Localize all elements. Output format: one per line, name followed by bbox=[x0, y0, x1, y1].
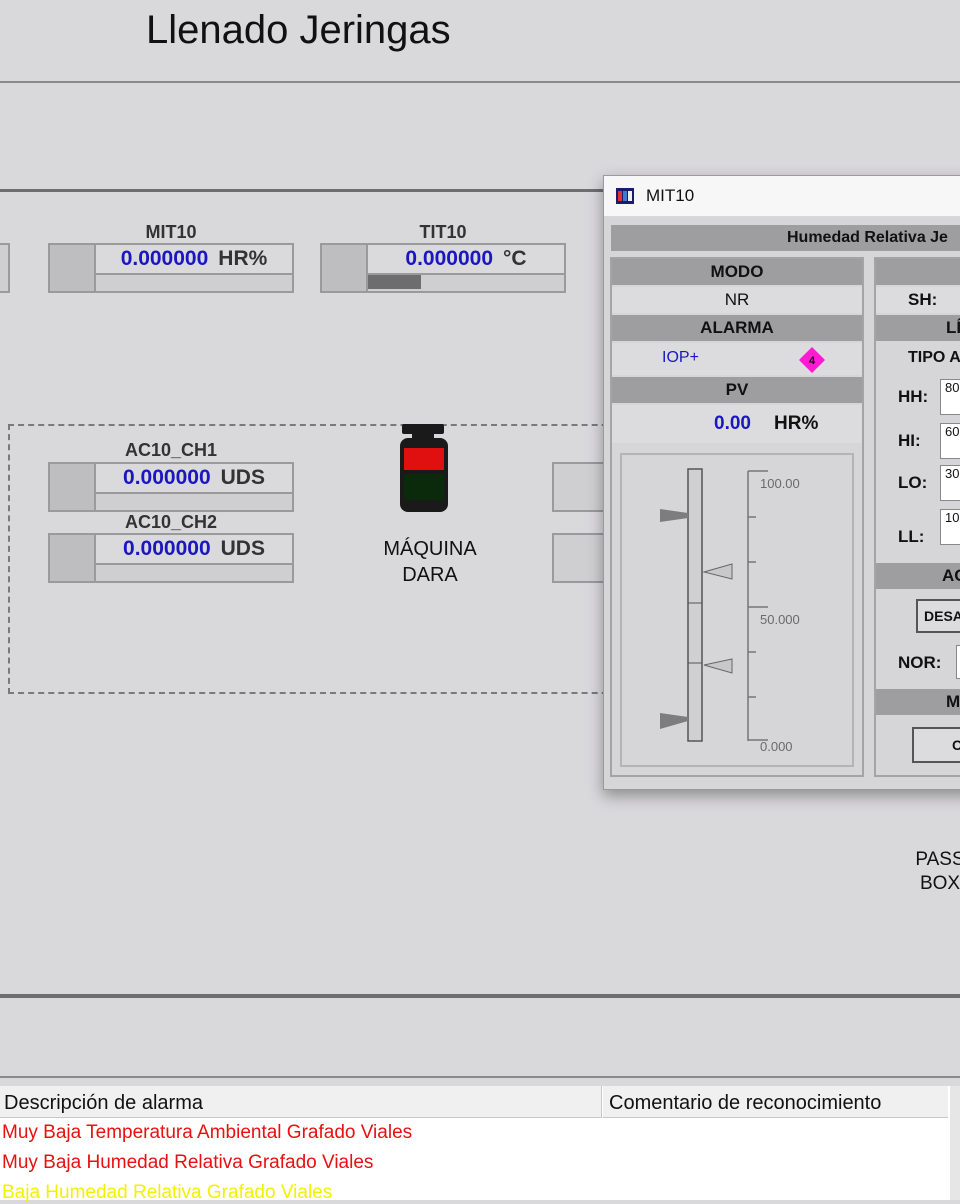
alarm-table[interactable]: Descripción de alarma Comentario de reco… bbox=[0, 1086, 950, 1203]
tit10-tag-label: TIT10 bbox=[419, 222, 467, 242]
tit10-unit: °C bbox=[503, 247, 527, 270]
modo-header: MODO bbox=[612, 259, 862, 285]
ac10-ch1-readout: 0.000000 UDS bbox=[96, 464, 292, 494]
machine-label-line2: DARA bbox=[402, 564, 458, 586]
page-title: Llenado Jeringas bbox=[146, 8, 451, 52]
alarm-row[interactable]: Baja Humedad Relativa Grafado Viales bbox=[2, 1182, 333, 1203]
alarm-col-description[interactable]: Descripción de alarma bbox=[0, 1086, 602, 1118]
process-frame-top bbox=[0, 189, 610, 192]
title-divider bbox=[0, 81, 960, 83]
alarm-table-scrollbar[interactable] bbox=[950, 1086, 960, 1200]
pass-box-label: PASS BOX bbox=[900, 848, 960, 896]
scale-max-label: 100.00 bbox=[760, 476, 800, 491]
ac10-ch2-faceplate[interactable]: 0.000000 UDS bbox=[48, 533, 294, 583]
tit10-level-bar bbox=[368, 275, 421, 289]
ll-label: LL: bbox=[898, 527, 925, 546]
ac10-ch1-value: 0.000000 bbox=[123, 466, 211, 489]
ac10-ch2-tag-label: AC10_CH2 bbox=[124, 512, 218, 532]
right-header-blank bbox=[876, 259, 960, 285]
lo-label: LO: bbox=[898, 473, 928, 492]
tit10-readout: 0.000000 °C bbox=[368, 245, 564, 275]
pv-header: PV bbox=[612, 377, 862, 403]
alarm-row[interactable]: Muy Baja Temperatura Ambiental Grafado V… bbox=[2, 1122, 413, 1143]
process-frame-bottom bbox=[0, 994, 960, 998]
nor-label: NOR: bbox=[898, 653, 942, 672]
app-window-icon bbox=[616, 188, 634, 204]
mit10-value: 0.000000 bbox=[120, 247, 209, 270]
nor-input[interactable] bbox=[956, 645, 960, 679]
lo-input[interactable]: 30 bbox=[940, 465, 960, 501]
ac10-ch2-unit: UDS bbox=[220, 537, 265, 560]
ac10-ch1-unit: UDS bbox=[220, 466, 265, 489]
right-column-frame bbox=[874, 257, 960, 777]
machine-status-light-icon[interactable] bbox=[398, 420, 450, 512]
hi-input[interactable]: 60 bbox=[940, 423, 960, 459]
desa-button[interactable]: DESA bbox=[916, 599, 960, 633]
alarm-code: IOP+ bbox=[662, 349, 699, 366]
ac10-ch2-readout: 0.000000 UDS bbox=[96, 535, 292, 565]
ac10-ch1-tag-label: AC10_CH1 bbox=[124, 440, 218, 460]
instrument-faceplate-offscreen[interactable] bbox=[0, 243, 10, 293]
ac10-ch1-faceplate[interactable]: 0.000000 UDS bbox=[48, 462, 294, 512]
alarm-priority-diamond-icon: 4 bbox=[799, 347, 825, 373]
alarm-col-comment[interactable]: Comentario de reconocimiento bbox=[603, 1086, 948, 1118]
hh-label: HH: bbox=[898, 387, 929, 406]
alarm-row[interactable]: Muy Baja Humedad Relativa Grafado Viales bbox=[2, 1152, 374, 1173]
popup-bottom-button[interactable]: C bbox=[912, 727, 960, 763]
window-title: MIT10 bbox=[646, 186, 695, 205]
mit10-faceplate-window[interactable]: MIT10 Humedad Relativa Je MODO NR ALARMA… bbox=[603, 175, 960, 790]
action-header: AC bbox=[876, 563, 960, 589]
modo-value[interactable]: NR bbox=[612, 287, 862, 313]
mit10-readout: 0.000000 HR% bbox=[96, 245, 292, 275]
pv-bargraph[interactable]: 100.00 50.000 0.000 bbox=[622, 455, 852, 765]
bargraph-frame bbox=[620, 453, 854, 767]
hi-label: HI: bbox=[898, 431, 921, 450]
pv-readout: 0.00 HR% bbox=[612, 405, 862, 443]
m-header: M bbox=[876, 689, 960, 715]
mit10-status-block bbox=[50, 245, 96, 291]
alarma-row[interactable]: IOP+ 4 bbox=[612, 343, 862, 375]
tit10-status-block bbox=[322, 245, 368, 291]
ac10-ch1-status-block bbox=[50, 464, 96, 510]
window-body: Humedad Relativa Je MODO NR ALARMA IOP+ … bbox=[604, 217, 960, 789]
ll-input[interactable]: 10 bbox=[940, 509, 960, 545]
limits-header: LÍ bbox=[876, 315, 960, 341]
mit10-unit: HR% bbox=[218, 247, 268, 270]
machine-label: MÁQUINA DARA bbox=[360, 536, 500, 588]
scale-mid-label: 50.000 bbox=[760, 612, 800, 627]
tipo-label: TIPO A bbox=[908, 349, 960, 366]
hh-input[interactable]: 80 bbox=[940, 379, 960, 415]
pv-unit: HR% bbox=[774, 413, 819, 434]
mit10-faceplate[interactable]: 0.000000 HR% bbox=[48, 243, 294, 293]
window-titlebar[interactable]: MIT10 bbox=[604, 176, 960, 217]
tit10-faceplate[interactable]: 0.000000 °C bbox=[320, 243, 566, 293]
alarma-header: ALARMA bbox=[612, 315, 862, 341]
ac10-ch2-status-block bbox=[50, 535, 96, 581]
mit10-tag-label: MIT10 bbox=[145, 222, 197, 242]
left-column-frame bbox=[610, 257, 864, 777]
scale-min-label: 0.000 bbox=[760, 739, 793, 754]
tag-description: Humedad Relativa Je bbox=[611, 225, 960, 251]
sh-label: SH: bbox=[876, 287, 960, 313]
pass-box-line1: PASS bbox=[915, 849, 960, 870]
alarm-area-divider bbox=[0, 1076, 960, 1078]
tit10-value: 0.000000 bbox=[405, 247, 493, 270]
pv-value: 0.00 bbox=[714, 413, 751, 434]
machine-label-line1: MÁQUINA bbox=[383, 538, 477, 560]
pass-box-line2: BOX bbox=[919, 873, 960, 894]
alarm-priority: 4 bbox=[809, 355, 816, 367]
ac10-ch2-value: 0.000000 bbox=[123, 537, 211, 560]
